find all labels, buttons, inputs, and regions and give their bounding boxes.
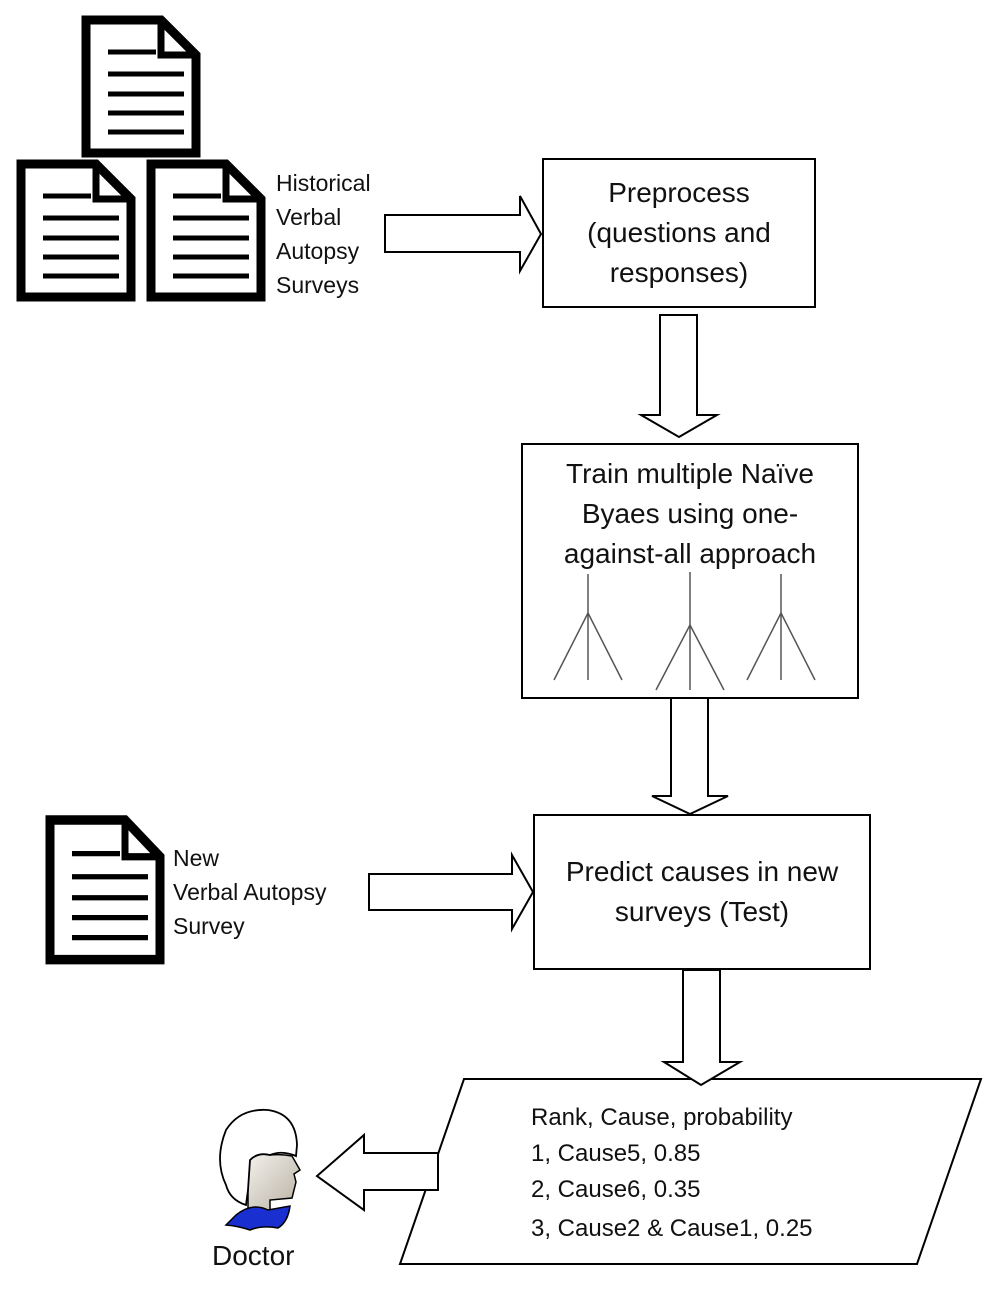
arrow-new-survey-to-predict (368, 851, 535, 933)
arrow-to-train (637, 314, 721, 439)
train-text: Train multiple Naïve Byaes using one- ag… (522, 454, 858, 574)
tree-icon (655, 572, 725, 691)
preprocess-text: Preprocess (questions and responses) (543, 173, 815, 293)
label-line: Autopsy (276, 238, 360, 264)
step-line: Train multiple Naïve (566, 458, 814, 489)
tree-icon (553, 574, 623, 681)
arrow-to-preprocess (384, 195, 543, 275)
label-line: Surveys (276, 272, 360, 298)
step-line: Predict causes in new (565, 856, 839, 887)
document-icon (50, 820, 160, 960)
arrow-to-doctor (315, 1132, 439, 1212)
output-row: 3, Cause2 & Cause1, 0.25 (531, 1215, 813, 1242)
preprocess-box (542, 158, 816, 308)
output-row: 1, Cause5, 0.85 (531, 1140, 701, 1167)
arrow-to-predict (651, 697, 729, 816)
document-icon (86, 20, 196, 153)
output-header: Rank, Cause, probability (531, 1104, 793, 1131)
document-icon (151, 164, 261, 297)
output-parallelogram (398, 1078, 983, 1265)
output-row: 2, Cause6, 0.35 (531, 1176, 701, 1203)
label-line: Survey (173, 913, 245, 939)
new-survey-label: New Verbal Autopsy Survey (173, 841, 326, 943)
doctor-icon (219, 1108, 301, 1231)
output-text: Rank, Cause, probability 1, Cause5, 0.85… (531, 1100, 813, 1247)
step-line: responses) (609, 257, 749, 288)
label-line: Historical (276, 170, 371, 196)
arrow-to-output (660, 969, 744, 1087)
predict-text: Predict causes in new surveys (Test) (534, 852, 870, 932)
document-icon (21, 164, 131, 297)
step-line: surveys (Test) (614, 896, 790, 927)
label-line: New (173, 845, 220, 871)
step-line: against-all approach (563, 538, 817, 569)
tree-icon (746, 574, 816, 681)
label-line: Verbal Autopsy (173, 879, 327, 905)
label-line: Verbal (276, 204, 342, 230)
step-line: (questions and (587, 217, 771, 248)
step-line: Preprocess (608, 177, 750, 208)
step-line: Byaes using one- (581, 498, 799, 529)
doctor-label: Doctor (212, 1240, 295, 1271)
historical-surveys-label: Historical Verbal Autopsy Surveys (276, 166, 371, 302)
